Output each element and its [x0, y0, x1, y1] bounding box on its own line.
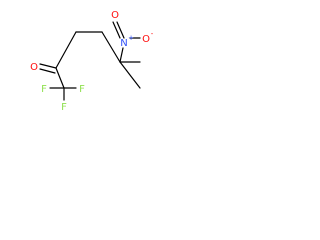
bond-c4-c5 [101, 31, 121, 63]
bond-c2-o-b [39, 68, 56, 74]
fluorine-left-label: F [41, 84, 47, 95]
bond-c2-c1 [55, 67, 65, 89]
bond-c5-n [119, 47, 124, 63]
bond-c2-o-a [39, 63, 57, 69]
nitro-oxygen-charge: - [151, 30, 154, 38]
bond-n-o-double-b [116, 21, 125, 39]
bond-c5-methyl2 [119, 61, 141, 89]
structure-diagram: O N + O O - F F F [30, 10, 154, 113]
nitro-nitrogen-charge: + [128, 34, 134, 42]
nitro-oxygen-right-label: O [142, 34, 150, 45]
fluorine-bottom-label: F [61, 102, 67, 113]
nitro-nitrogen-label: N [120, 38, 127, 49]
nitro-oxygen-top-label: O [111, 10, 119, 21]
carbonyl-oxygen-label: O [30, 62, 38, 73]
bond-c2-c3 [55, 31, 77, 69]
bond-n-o-double-a [112, 21, 121, 39]
fluorine-right-label: F [79, 84, 85, 95]
